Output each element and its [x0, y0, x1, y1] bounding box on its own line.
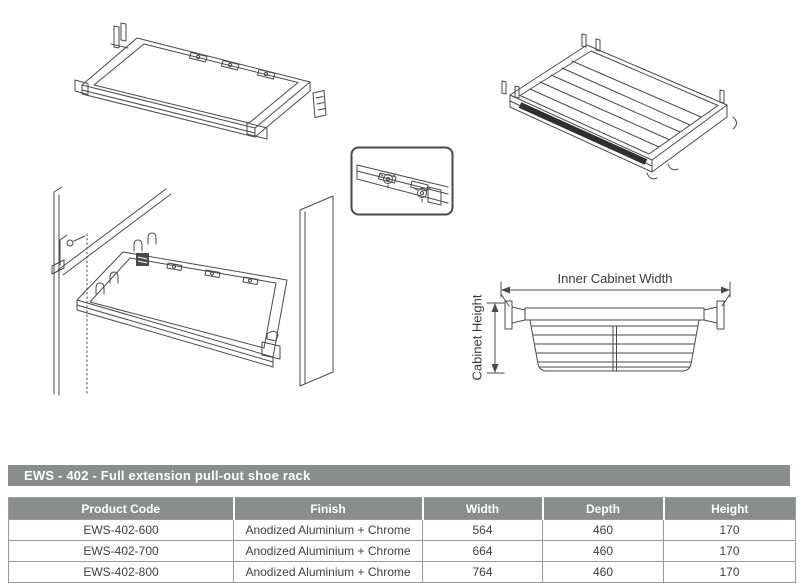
corner-bracket-notches [137, 256, 148, 264]
front-corner-bracket [261, 330, 281, 360]
cell-finish: Anodized Aluminium + Chrome [233, 519, 423, 541]
height-dimension-line [486, 302, 505, 374]
header-height: Height [662, 497, 796, 520]
cell-depth: 460 [542, 561, 664, 583]
header-depth: Depth [541, 497, 664, 520]
table-header-row: Product Code Finish Width Depth Height [8, 497, 796, 520]
right-cabinet-panel [299, 195, 334, 387]
corner-bracket-dark [136, 253, 149, 266]
cell-product-code: EWS-402-600 [8, 519, 234, 541]
header-finish: Finish [232, 497, 423, 520]
cell-width: 664 [422, 540, 543, 562]
header-width: Width [421, 497, 543, 520]
table-row: EWS-402-600 Anodized Aluminium + Chrome … [8, 519, 796, 541]
left-cabinet-panel [51, 186, 65, 396]
inner-cabinet-width-label: Inner Cabinet Width [557, 271, 673, 286]
cell-height: 170 [663, 519, 796, 541]
rail-section [356, 164, 449, 204]
cell-product-code: EWS-402-800 [8, 561, 234, 583]
front-dimension-diagram [486, 281, 731, 374]
header-product-code: Product Code [8, 497, 234, 520]
cell-finish: Anodized Aluminium + Chrome [233, 540, 423, 562]
cell-product-code: EWS-402-700 [8, 540, 234, 562]
inset-border [350, 146, 454, 216]
cell-finish: Anodized Aluminium + Chrome [233, 561, 423, 583]
table-row: EWS-402-700 Anodized Aluminium + Chrome … [8, 540, 796, 562]
cell-height: 170 [663, 561, 796, 583]
fixing-clips [379, 173, 442, 206]
cell-height: 170 [663, 540, 796, 562]
pullout-frame-isometric-drawing [74, 22, 327, 140]
cell-width: 564 [422, 519, 543, 541]
cabinet-height-label: Cabinet Height [469, 294, 485, 381]
front-mounting-bracket [312, 90, 327, 118]
width-dimension-line [500, 281, 731, 307]
shelf-wires [529, 60, 702, 148]
cell-depth: 460 [542, 519, 664, 541]
shoe-rack-isometric-drawing [501, 33, 737, 180]
installed-frame-outline [76, 251, 288, 368]
corner-tabs [501, 33, 737, 180]
rail-slots [189, 52, 276, 80]
table-row: EWS-402-800 Anodized Aluminium + Chrome … [8, 561, 796, 583]
frame-outline [74, 37, 311, 140]
cell-depth: 460 [542, 540, 664, 562]
product-title-bar: EWS - 402 - Full extension pull-out shoe… [8, 465, 790, 486]
cabinet-installation-drawing [51, 186, 334, 396]
product-spec-table: Product Code Finish Width Depth Height E… [8, 497, 796, 583]
rail-detail-inset-drawing [350, 146, 454, 216]
front-rail-dark-bar [518, 102, 648, 165]
rear-mounting-bracket [110, 22, 129, 49]
rack-frame-outline [509, 44, 728, 173]
offset-dimension-mark [59, 234, 86, 266]
cell-width: 764 [422, 561, 543, 583]
wire-basket [529, 319, 700, 372]
cabinet-top-edge-lines [57, 188, 172, 276]
rail-slots [166, 262, 259, 285]
mounting-clips [95, 232, 157, 295]
top-mounting-bar [504, 300, 725, 330]
